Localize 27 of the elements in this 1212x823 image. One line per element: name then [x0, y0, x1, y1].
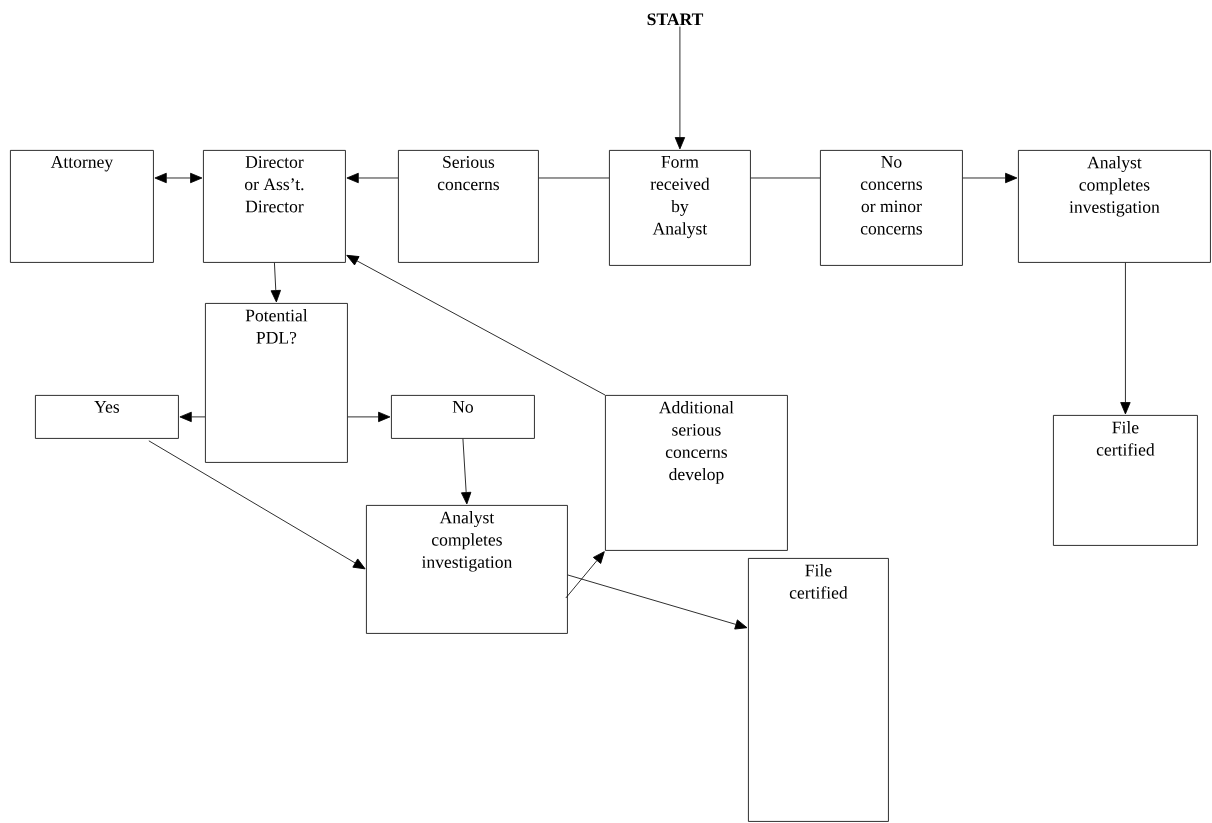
arrow: [461, 438, 472, 505]
process-box: File certified: [1053, 415, 1198, 546]
arrow: [962, 172, 1018, 184]
process-box: Director or Ass’t. Director: [203, 150, 346, 263]
arrow: [179, 411, 206, 423]
arrow: [154, 172, 203, 184]
process-box: No concerns or minor concerns: [820, 150, 963, 266]
process-box: File certified: [748, 558, 889, 822]
process-box: Potential PDL?: [205, 303, 348, 463]
arrow: [346, 172, 399, 184]
process-box: Analyst completes investigation: [366, 505, 568, 634]
arrow: [1120, 262, 1131, 415]
arrow: [674, 26, 686, 150]
arrow: [270, 262, 281, 303]
start-label: START: [647, 13, 704, 26]
process-box: Form received by Analyst: [609, 150, 751, 266]
arrow: [565, 551, 605, 599]
arrow: [347, 411, 391, 423]
process-box: Yes: [35, 395, 179, 439]
process-box: Analyst completes investigation: [1018, 150, 1211, 263]
arrow: [346, 254, 606, 396]
arrow: [148, 440, 366, 570]
process-box: No: [391, 395, 535, 439]
process-box: Serious concerns: [398, 150, 539, 263]
process-box: Attorney: [10, 150, 154, 263]
process-box: Additional serious concerns develop: [605, 395, 788, 551]
arrow: [567, 574, 748, 630]
